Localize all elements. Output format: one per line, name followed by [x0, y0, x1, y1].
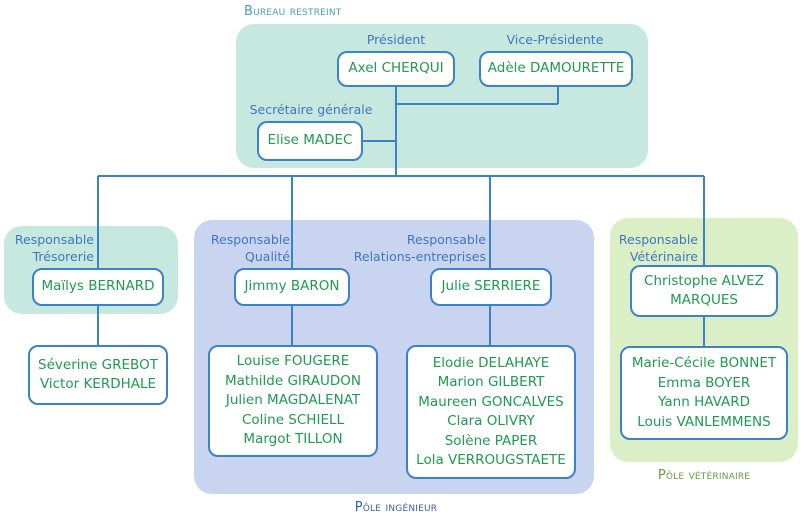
president-name: Axel CHERQUI — [348, 60, 444, 77]
relations-team-box: Elodie DELAHAYE Marion GILBERT Maureen G… — [406, 345, 576, 479]
president-box: Axel CHERQUI — [337, 51, 455, 87]
qualite-name: Jimmy BARON — [244, 278, 340, 295]
qualite-box: Jimmy BARON — [234, 268, 350, 306]
qualite-role-label: Responsable Qualité — [200, 231, 290, 265]
team-member: Louise FOUGERE — [236, 353, 350, 370]
veterinaire-name-line2: MARQUES — [670, 292, 738, 308]
team-member: Lola VERROUGSTAETE — [416, 452, 566, 468]
bureau-restreint-title: Bureau restreint — [244, 4, 342, 19]
relations-role-line2: Relations-entreprises — [353, 249, 486, 264]
team-member: Clara OLIVRY — [447, 413, 535, 429]
relations-name: Julie SERRIERE — [441, 278, 541, 295]
secretaire-role-label: Secrétaire générale — [249, 102, 373, 117]
team-member: Maureen GONCALVES — [418, 393, 564, 410]
team-member: Marion GILBERT — [437, 374, 545, 390]
tresorerie-box: Maïlys BERNARD — [32, 268, 164, 306]
secretaire-name: Elise MADEC — [267, 132, 353, 149]
relations-role-label: Responsable Relations-entreprises — [330, 231, 486, 265]
team-member: Solène PAPER — [444, 432, 538, 449]
team-member: Louis VANLEMMENS — [637, 413, 771, 430]
veterinaire-box: Christophe ALVEZ MARQUES — [630, 265, 778, 317]
team-member: Yann HAVARD — [658, 394, 750, 410]
team-member: Victor KERDHALE — [39, 376, 157, 392]
secretaire-box: Elise MADEC — [257, 121, 363, 161]
pole-ingenieur-title: Pôle ingénieur — [354, 500, 438, 515]
team-member: Elodie DELAHAYE — [432, 354, 550, 371]
veterinaire-role-line1: Responsable — [618, 232, 698, 247]
relations-box: Julie SERRIERE — [430, 268, 552, 306]
tresorerie-role-line2: Trésorerie — [32, 249, 94, 264]
team-member: Emma BOYER — [657, 374, 751, 391]
vice-presidente-name: Adèle DAMOURETTE — [487, 60, 625, 77]
qualite-role-line2: Qualité — [245, 249, 290, 264]
veterinaire-team-box: Marie-Cécile BONNET Emma BOYER Yann HAVA… — [620, 346, 788, 440]
team-member: Coline SCHIELL — [241, 411, 345, 428]
president-role-label: Président — [366, 32, 426, 47]
team-member: Mathilde GIRAUDON — [225, 372, 361, 389]
tresorerie-name: Maïlys BERNARD — [41, 278, 155, 295]
veterinaire-role-line2: Vétérinaire — [629, 249, 698, 264]
team-member: Séverine GREBOT — [38, 356, 158, 373]
tresorerie-team-box: Séverine GREBOT Victor KERDHALE — [28, 345, 168, 405]
relations-role-line1: Responsable — [406, 232, 486, 247]
veterinaire-role-label: Responsable Vétérinaire — [612, 231, 698, 265]
team-member: Marie-Cécile BONNET — [631, 355, 777, 371]
vice-presidente-role-label: Vice-Présidente — [506, 32, 604, 47]
pole-veterinaire-title: Pôle vétérinaire — [657, 468, 751, 483]
vice-presidente-box: Adèle DAMOURETTE — [479, 51, 633, 87]
team-member: Julien MAGDALENAT — [225, 392, 361, 409]
qualite-role-line1: Responsable — [210, 232, 290, 247]
veterinaire-name-line1: Christophe ALVEZ — [644, 272, 764, 289]
tresorerie-role-label: Responsable Trésorerie — [8, 231, 94, 265]
qualite-team-box: Louise FOUGERE Mathilde GIRAUDON Julien … — [208, 345, 378, 457]
tresorerie-role-line1: Responsable — [14, 232, 94, 247]
team-member: Margot TILLON — [243, 431, 343, 448]
